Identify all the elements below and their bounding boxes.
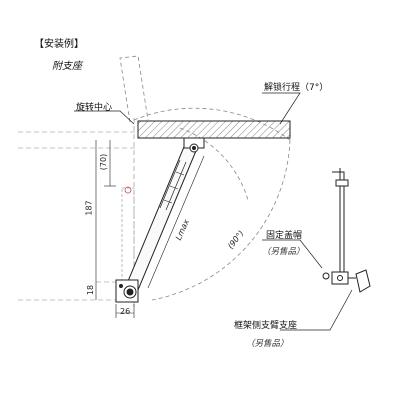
open-lid-outline (119, 55, 149, 123)
frame-bracket-note: （另售品） (246, 339, 289, 349)
fixing-cap-label: 固定盖帽 (266, 231, 303, 241)
leader-lines (74, 92, 353, 331)
unlock-stroke-label: 解锁行程（7°） (264, 83, 329, 93)
dim-26: 26 (120, 307, 131, 316)
dim-187: 187 (84, 200, 94, 216)
stay-arm (125, 141, 199, 291)
extension-lines (18, 131, 138, 301)
frame-bracket-label: 框架侧支臂支座 (234, 321, 298, 331)
vertical-dimensions (95, 140, 116, 300)
lid-board (137, 120, 291, 139)
dim-18: 18 (86, 284, 96, 296)
bottom-dimension (115, 304, 135, 318)
diagram-subtitle: 附支座 (52, 61, 82, 72)
fixing-cap-note: （另售品） (262, 247, 305, 257)
pin-indicator (124, 186, 132, 194)
frame-side-bracket (322, 168, 371, 293)
bottom-bracket (115, 279, 139, 303)
lmax-dimension-line (147, 155, 205, 289)
top-fitting (183, 137, 205, 153)
pivot-center-label: 旋转中心 (76, 103, 113, 113)
dim-70: (70) (99, 153, 109, 171)
diagram-title: 【安装例】 (34, 39, 84, 50)
